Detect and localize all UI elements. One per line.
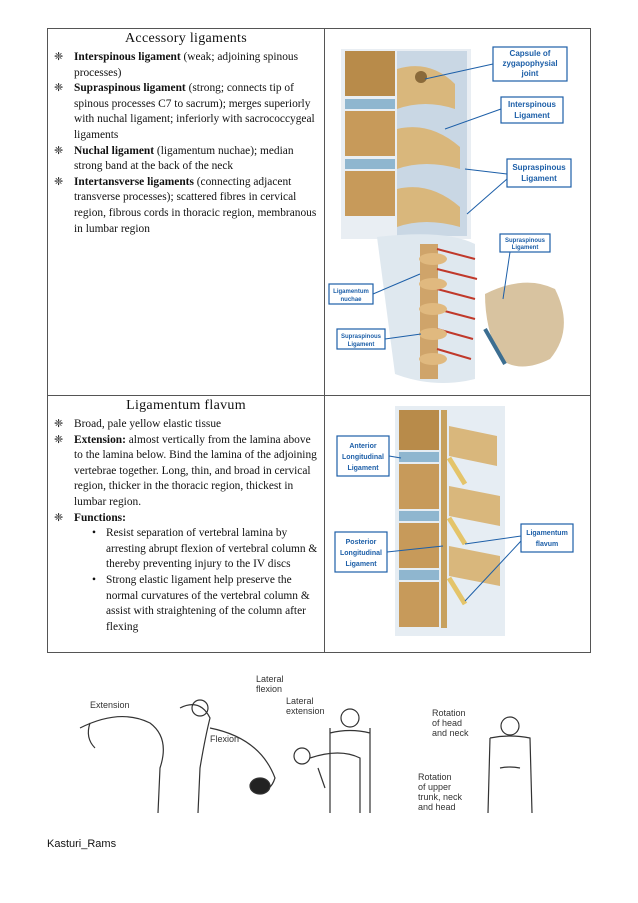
svg-text:Posterior: Posterior <box>346 539 377 546</box>
bullet-icon: ❈ <box>54 418 64 430</box>
accessory-item-text: (ligamentum nuchae); median strong band … <box>74 144 294 173</box>
svg-text:flavum: flavum <box>536 541 559 548</box>
label-ligamentum-nuchae: Ligamentum nuchae <box>328 273 421 305</box>
flavum-item-text: almost vertically from the lamina above … <box>74 433 317 508</box>
ligamentum-flavum-figure: Anterior Longitudinal Ligament Posterior… <box>334 406 574 636</box>
svg-text:Ligamentum: Ligamentum <box>333 289 369 295</box>
accessory-list: ❈ Interspinous ligament (weak; adjoining … <box>48 50 324 237</box>
function-item: • Resist separation of vertebral lamina b… <box>92 526 320 573</box>
flavum-item: ❈ Broad, pale yellow elastic tissue <box>54 417 320 433</box>
accessory-item: ❈ Intertansverse ligaments (connecting ad… <box>54 175 320 237</box>
svg-text:zygapophysial: zygapophysial <box>502 59 557 68</box>
svg-text:Supraspinous: Supraspinous <box>505 238 546 244</box>
function-text: Strong elastic ligament help preserve th… <box>106 573 310 633</box>
spine-motions-figure: Extension Flexion Lateral flexion Latera… <box>79 674 533 814</box>
bullet-icon: ❈ <box>54 82 64 95</box>
accessory-item-text: (strong; connects tip of spinous process… <box>74 82 315 141</box>
bullet-icon: ❈ <box>54 51 64 63</box>
flavum-figure-cell: Anterior Longitudinal Ligament Posterior… <box>324 395 591 653</box>
label-lateral-extension-2: extension <box>286 706 325 716</box>
bullet-icon: ❈ <box>54 511 64 524</box>
label-rotation-trunk-1: Rotation <box>418 772 452 782</box>
accessory-item: ❈ Interspinous ligament (weak; adjoining … <box>54 50 320 81</box>
svg-text:nuchae: nuchae <box>340 297 362 303</box>
label-ligamentum-flavum: Ligamentum flavum <box>464 523 574 602</box>
label-supraspinous-neck: Supraspinous Ligament <box>336 328 422 350</box>
svg-text:Ligament: Ligament <box>514 111 550 120</box>
svg-text:Longitudinal: Longitudinal <box>340 550 382 557</box>
bullet-dot-icon: • <box>92 573 96 586</box>
accessory-item-text: (weak; adjoining spinous processes) <box>74 51 299 79</box>
svg-text:Ligament: Ligament <box>348 342 375 348</box>
label-capsule: Capsule of zygapophysial joint <box>424 46 568 82</box>
svg-text:Interspinous: Interspinous <box>508 100 557 109</box>
function-item: • Strong elastic ligament help preserve t… <box>92 573 320 635</box>
label-rotation-trunk-2: of upper <box>418 782 451 792</box>
svg-text:Ligament: Ligament <box>347 465 379 472</box>
accessory-item-text: (connecting adjacent transverse processe… <box>74 175 317 235</box>
bullet-icon: ❈ <box>54 144 64 157</box>
figure-lateral <box>293 708 371 813</box>
svg-text:Ligament: Ligament <box>345 561 377 568</box>
bullet-icon: ❈ <box>54 175 64 188</box>
svg-text:Ligament: Ligament <box>521 174 557 183</box>
label-supraspinous-top: Supraspinous Ligament <box>464 158 572 215</box>
accessory-item-term: Intertansverse ligaments <box>74 175 194 188</box>
label-rotation-head-2: of head <box>432 718 462 728</box>
flavum-item: ❈ Extension: almost vertically from the l… <box>54 433 320 511</box>
label-rotation-head-1: Rotation <box>432 708 466 718</box>
flavum-item-term: Extension: <box>74 433 126 446</box>
accessory-item-term: Nuchal ligament <box>74 144 155 157</box>
flavum-text-cell: Ligamentum flavum ❈ Broad, pale yellow el… <box>47 395 325 653</box>
accessory-text-cell: Accessory ligaments ❈ Interspinous ligame… <box>47 28 325 396</box>
accessory-item: ❈ Supraspinous ligament (strong; connects… <box>54 81 320 143</box>
svg-text:Supraspinous: Supraspinous <box>341 334 382 340</box>
row-accessory-ligaments: Accessory ligaments ❈ Interspinous ligame… <box>47 28 591 396</box>
label-anterior-longitudinal: Anterior Longitudinal Ligament <box>336 435 402 477</box>
svg-text:Capsule of: Capsule of <box>510 49 551 58</box>
footer-author: Kasturi_Rams <box>47 838 117 850</box>
label-rotation-head-3: and neck <box>432 728 469 738</box>
flavum-item: ❈ Functions: • Resist separation of vertebr… <box>54 511 320 636</box>
flavum-list: ❈ Broad, pale yellow elastic tissue ❈ Exten… <box>48 417 324 635</box>
spine-illustration-bottom <box>377 234 564 383</box>
accessory-ligaments-figure: Capsule of zygapophysial joint Interspin… <box>328 46 572 383</box>
bullet-icon: ❈ <box>54 433 64 446</box>
label-lateral-flexion-1: Lateral <box>256 674 284 684</box>
flavum-item-text: Broad, pale yellow elastic tissue <box>74 418 222 430</box>
function-text: Resist separation of vertebral lamina by… <box>106 527 318 571</box>
label-flexion: Flexion <box>210 734 239 744</box>
accessory-item-term: Supraspinous ligament <box>74 82 186 95</box>
svg-text:Anterior: Anterior <box>349 443 377 450</box>
label-rotation-trunk-3: trunk, neck <box>418 792 463 802</box>
spine-illustration-flavum <box>395 406 505 636</box>
accessory-item: ❈ Nuchal ligament (ligamentum nuchae); me… <box>54 144 320 175</box>
spine-illustration-top <box>341 49 471 239</box>
svg-text:Ligament: Ligament <box>512 245 539 251</box>
content-table: Accessory ligaments ❈ Interspinous ligame… <box>47 28 591 653</box>
svg-text:Longitudinal: Longitudinal <box>342 454 384 461</box>
svg-text:joint: joint <box>521 69 539 78</box>
svg-text:Supraspinous: Supraspinous <box>512 163 566 172</box>
row-ligamentum-flavum: Ligamentum flavum ❈ Broad, pale yellow el… <box>47 395 591 653</box>
svg-text:Ligamentum: Ligamentum <box>526 530 568 537</box>
label-supraspinous-pelvis: Supraspinous Ligament <box>499 233 551 300</box>
label-lateral-extension-1: Lateral <box>286 696 314 706</box>
figure-rotation <box>487 716 533 814</box>
flavum-title: Ligamentum flavum <box>126 398 246 413</box>
label-interspinous: Interspinous Ligament <box>444 96 564 130</box>
flavum-item-term: Functions: <box>74 511 126 524</box>
label-extension: Extension <box>90 700 130 710</box>
functions-list: • Resist separation of vertebral lamina b… <box>74 526 320 635</box>
bullet-dot-icon: • <box>92 527 96 540</box>
label-rotation-trunk-4: and head <box>418 802 456 812</box>
accessory-item-term: Interspinous ligament <box>74 51 181 63</box>
accessory-title: Accessory ligaments <box>125 31 247 46</box>
figure-extension-flexion <box>79 699 276 814</box>
label-lateral-flexion-2: flexion <box>256 684 282 694</box>
accessory-figure-cell: Capsule of zygapophysial joint Interspin… <box>324 28 591 396</box>
label-posterior-longitudinal: Posterior Longitudinal Ligament <box>334 531 444 573</box>
